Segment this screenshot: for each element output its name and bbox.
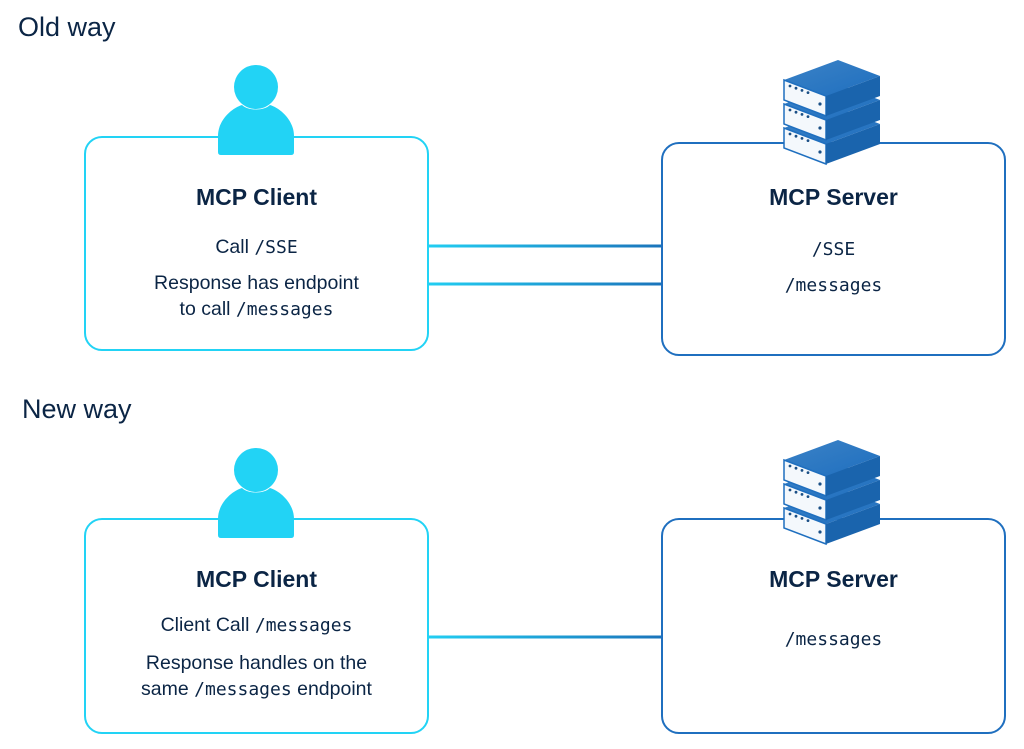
endpoint-path: /SSE bbox=[254, 237, 298, 258]
line-text: to call bbox=[179, 298, 236, 320]
user-icon bbox=[218, 65, 294, 155]
client-line: Response has endpoint bbox=[86, 270, 427, 296]
server-unit bbox=[783, 440, 880, 498]
mcp-client-box-old: MCP Client Call /SSE Response has endpoi… bbox=[84, 136, 429, 351]
endpoint-path: /messages bbox=[784, 275, 883, 296]
line-text: Response has endpoint bbox=[154, 272, 359, 294]
line-text: endpoint bbox=[291, 678, 372, 700]
section-title-old-way: Old way bbox=[18, 12, 116, 42]
server-stack-icon bbox=[783, 60, 880, 166]
line-text: Call bbox=[215, 236, 255, 258]
mcp-server-box-old: MCP Server /SSE /messages bbox=[661, 142, 1006, 356]
client-title: MCP Client bbox=[196, 184, 317, 210]
mcp-server-box-new: MCP Server /messages bbox=[661, 518, 1006, 734]
endpoint-path: /messages bbox=[235, 299, 334, 320]
line-text: Response handles on the bbox=[145, 652, 368, 674]
endpoint-path: /messages bbox=[784, 629, 883, 650]
server-line: /messages bbox=[663, 272, 1004, 299]
server-line: /messages bbox=[663, 626, 1004, 653]
client-line: Response handles on the bbox=[86, 650, 427, 676]
server-unit bbox=[783, 60, 880, 118]
bidirectional-arrow bbox=[405, 276, 685, 292]
bidirectional-arrow bbox=[405, 238, 685, 254]
section-title-new-way: New way bbox=[22, 394, 132, 424]
line-text: same bbox=[141, 678, 195, 700]
server-stack-icon bbox=[783, 440, 880, 546]
server-title: MCP Server bbox=[769, 184, 898, 210]
client-title: MCP Client bbox=[196, 566, 317, 592]
line-text: Client Call bbox=[160, 614, 255, 636]
mcp-client-box-new: MCP Client Client Call /messages Respons… bbox=[84, 518, 429, 734]
client-line: Call /SSE bbox=[86, 234, 427, 261]
endpoint-path: /messages bbox=[194, 679, 292, 700]
client-line: to call /messages bbox=[86, 296, 427, 323]
endpoint-path: /SSE bbox=[811, 239, 856, 260]
bidirectional-arrow bbox=[405, 629, 685, 645]
endpoint-path: /messages bbox=[254, 615, 353, 636]
server-title: MCP Server bbox=[769, 566, 898, 592]
client-line: Client Call /messages bbox=[86, 612, 427, 639]
user-icon bbox=[218, 448, 294, 538]
client-line: same /messages endpoint bbox=[86, 676, 427, 703]
server-line: /SSE bbox=[663, 236, 1004, 263]
